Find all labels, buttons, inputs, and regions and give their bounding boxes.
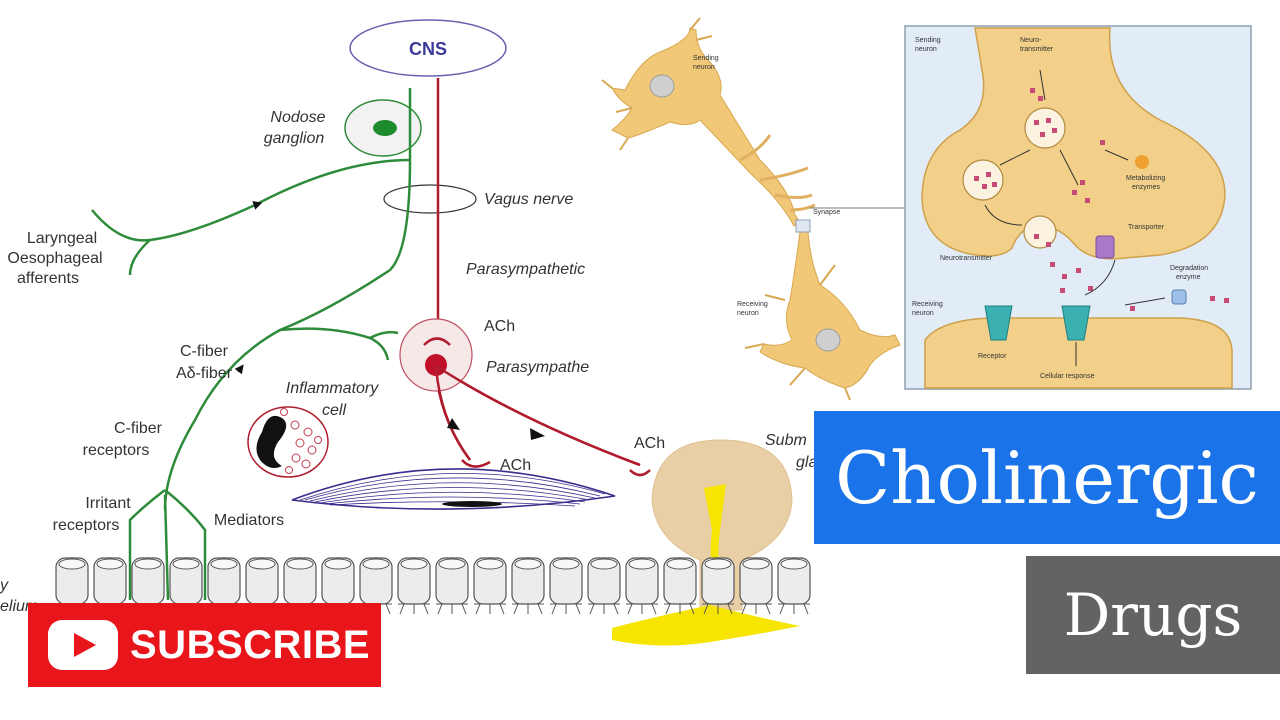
mediators-label: Mediators xyxy=(214,512,284,529)
receiving-neuron-label-1: Receiving xyxy=(737,301,768,308)
nodose-nucleus xyxy=(373,120,397,136)
epithelial-cell xyxy=(549,557,583,615)
neuron-illustration: Sending neuron Synapse Receiving neuron xyxy=(601,17,905,401)
nodose-label-2: ganglion xyxy=(264,130,325,147)
subscribe-button[interactable]: SUBSCRIBE xyxy=(28,603,381,687)
muscle-nucleus xyxy=(442,501,502,507)
subtitle-text: Drugs xyxy=(1063,581,1243,649)
cns-node xyxy=(349,19,507,77)
receiving-neuron-nucleus xyxy=(815,328,841,352)
inflammatory-nucleus xyxy=(256,415,287,468)
inset-sending-label-2: neuron xyxy=(915,46,937,53)
neurotransmitter-top-label-2: transmitter xyxy=(1020,46,1054,53)
inflammatory-label-2: cell xyxy=(322,402,346,419)
epithelial-cell xyxy=(777,557,811,615)
cfiber-label-1: C-fiber xyxy=(180,343,229,360)
ach-label-top: ACh xyxy=(484,318,515,335)
inflammatory-label-1: Inflammatory xyxy=(286,380,379,397)
synapse-label: Synapse xyxy=(813,209,840,216)
transporter-label: Transporter xyxy=(1128,224,1165,231)
epithelial-cell xyxy=(587,557,621,615)
mucus-layer xyxy=(612,605,800,646)
transporter-shape xyxy=(1095,235,1115,259)
irritant-label-1: Irritant xyxy=(85,495,131,512)
parasympathe-label: Parasympathe xyxy=(486,359,589,376)
irritant-label-2: receptors xyxy=(53,517,120,534)
inset-receiving-label-1: Receiving xyxy=(912,301,943,308)
receptor-left xyxy=(984,305,1013,341)
title-text: Cholinergic xyxy=(835,435,1259,520)
sending-neuron-nucleus xyxy=(649,74,675,98)
airway-epithelium xyxy=(55,557,811,615)
epithelial-cell xyxy=(435,557,469,615)
parasympathetic-label: Parasympathetic xyxy=(466,261,585,278)
synapse-inset: Sending neuron Neuro- transmitter Metabo… xyxy=(904,25,1252,390)
submucosal-label-2: gla xyxy=(796,454,817,471)
afferent-arrow-2 xyxy=(234,364,244,375)
epithelial-cell xyxy=(207,557,241,615)
epithelial-cell xyxy=(625,557,659,615)
laryngeal-label-1: Laryngeal xyxy=(27,230,97,247)
subtitle-banner: Drugs xyxy=(1026,556,1280,674)
cfiber-receptors-label-2: receptors xyxy=(83,442,150,459)
epithelial-cell xyxy=(739,557,773,615)
inset-arrows xyxy=(984,69,1166,366)
vagus-nerve-ring xyxy=(383,184,477,214)
inset-sending-label-1: Sending xyxy=(915,37,941,44)
ach-label-gland: ACh xyxy=(634,435,665,452)
muscle-terminal xyxy=(461,459,491,468)
laryngeal-label-3: afferents xyxy=(17,270,79,287)
submucosal-label-1: Subm xyxy=(765,432,807,449)
degradation-label-1: Degradation xyxy=(1170,265,1208,272)
youtube-play-icon xyxy=(48,620,118,670)
degradation-label-2: enzyme xyxy=(1176,274,1201,281)
epithelial-cell xyxy=(511,557,545,615)
inflammatory-granules xyxy=(280,408,322,474)
cfiber-receptors-label-1: C-fiber xyxy=(114,420,163,437)
synapse-cap xyxy=(423,337,451,346)
epithelial-cell xyxy=(397,557,431,615)
epithelial-cell xyxy=(55,557,89,615)
metabolizing-label-1: Metabolizing xyxy=(1126,175,1165,182)
degradation-enzyme-shape xyxy=(1171,289,1187,305)
sending-neuron-label-2: neuron xyxy=(693,64,715,71)
epithelium-label-1: y xyxy=(0,577,9,594)
title-banner: Cholinergic xyxy=(814,411,1280,544)
metabolizing-enzyme-shape xyxy=(1135,155,1149,169)
receiving-neuron xyxy=(759,231,901,389)
gland-terminal xyxy=(629,469,651,477)
nodose-label-1: Nodose xyxy=(270,109,325,126)
synaptic-vesicles xyxy=(962,107,1066,249)
cfiber-label-2: Aδ-fiber xyxy=(176,365,233,382)
neurotransmitter-label: Neurotransmitter xyxy=(940,255,993,262)
metabolizing-label-2: enzymes xyxy=(1132,184,1161,191)
epithelial-cell xyxy=(359,557,393,615)
cellular-response-label: Cellular response xyxy=(1040,373,1095,380)
epithelial-cell xyxy=(701,557,735,615)
inset-receiving-label-2: neuron xyxy=(912,310,934,317)
vagus-label: Vagus nerve xyxy=(484,191,573,208)
efferent-arrow-2 xyxy=(530,428,545,440)
synapse-marker xyxy=(795,219,811,233)
neurotransmitter-top-label-1: Neuro- xyxy=(1020,37,1042,44)
efferent-to-gland xyxy=(435,364,641,467)
smooth-muscle xyxy=(291,468,616,510)
receptor-label: Receptor xyxy=(978,353,1007,360)
laryngeal-label-2: Oesophageal xyxy=(7,250,102,267)
cns-label: CNS xyxy=(409,39,447,59)
efferent-arrow-1 xyxy=(447,418,460,430)
epithelial-cell xyxy=(473,557,507,615)
afferent-pathways xyxy=(91,88,412,601)
subscribe-label: SUBSCRIBE xyxy=(130,622,371,667)
efferent-to-muscle xyxy=(434,365,472,461)
gland-duct xyxy=(704,484,726,600)
receptor-right xyxy=(1061,305,1091,341)
ach-label-muscle: ACh xyxy=(500,457,531,474)
receiving-neuron-label-2: neuron xyxy=(737,310,759,317)
sending-neuron-label-1: Sending xyxy=(693,55,719,62)
epithelial-cell xyxy=(663,557,697,615)
afferent-arrow-1 xyxy=(252,201,263,210)
